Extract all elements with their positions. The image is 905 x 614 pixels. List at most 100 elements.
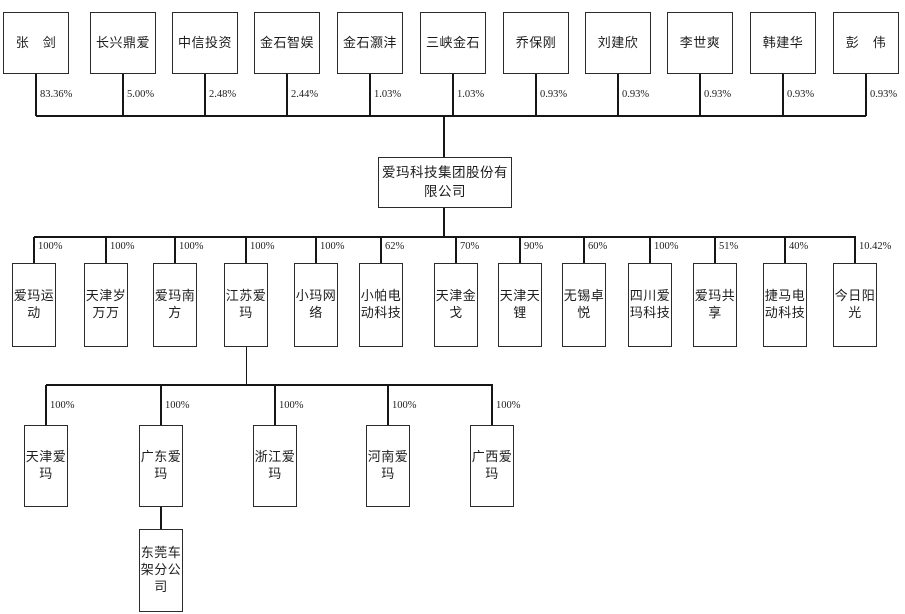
ownership-pct-label: 0.93%: [870, 89, 898, 100]
ownership-pct-label: 1.03%: [374, 89, 402, 100]
subsidiary-box: 四川爱玛科技: [628, 263, 672, 347]
ownership-pct-label: 60%: [588, 241, 608, 252]
shareholder-box: 张 剑: [3, 12, 69, 74]
ownership-pct-label: 100%: [654, 241, 679, 252]
connector-trunk-line: [442, 116, 445, 157]
ownership-pct-label: 70%: [460, 241, 480, 252]
company-name-label: 金石智娱: [259, 34, 314, 50]
connector-stub-line: [714, 237, 716, 263]
ownership-pct-label: 0.93%: [540, 89, 568, 100]
shareholder-box: 韩建华: [750, 12, 816, 74]
ownership-pct-label: 100%: [496, 400, 521, 411]
connector-stub-line: [519, 237, 521, 263]
subsidiary-box: 无锡卓悦: [562, 263, 606, 347]
subsidiary-box: 江苏爱玛: [224, 263, 268, 347]
company-name-label: 江苏爱玛: [225, 288, 267, 320]
ownership-pct-label: 51%: [719, 241, 739, 252]
company-name-label: 李世爽: [679, 34, 721, 50]
connector-stub-line: [782, 74, 784, 116]
connector-stub-line: [35, 74, 37, 116]
shareholder-box: 刘建欣: [585, 12, 651, 74]
connector-stub-line: [160, 507, 162, 529]
connector-stub-line: [854, 237, 856, 263]
shareholder-box: 彭 伟: [833, 12, 899, 74]
sub-subsidiary-box: 浙江爱玛: [253, 425, 297, 507]
connector-stub-line: [315, 237, 317, 263]
shareholder-box: 李世爽: [667, 12, 733, 74]
subsidiary-box: 今日阳光: [833, 263, 877, 347]
company-name-label: 张 剑: [15, 34, 57, 50]
ownership-pct-label: 100%: [110, 241, 135, 252]
connector-stub-line: [617, 74, 619, 116]
subsidiary-box: 小玛网络: [294, 263, 338, 347]
ownership-pct-label: 5.00%: [127, 89, 155, 100]
company-name-label: 长兴鼎爱: [95, 34, 150, 50]
shareholder-box: 三峡金石: [420, 12, 486, 74]
company-name-label: 今日阳光: [834, 288, 876, 320]
connector-stub-line: [122, 74, 124, 116]
connector-bus-line: [36, 115, 866, 117]
connector-stub-line: [45, 385, 47, 425]
company-name-label: 乔保刚: [515, 34, 557, 50]
company-name-label: 河南爱玛: [367, 449, 409, 481]
subsidiary-box: 天津金戈: [434, 263, 478, 347]
company-name-label: 爱玛共享: [694, 288, 736, 320]
company-name-label: 刘建欣: [597, 34, 639, 50]
connector-stub-line: [452, 74, 454, 116]
ownership-pct-label: 100%: [165, 400, 190, 411]
company-name-label: 韩建华: [762, 34, 804, 50]
ownership-pct-label: 62%: [385, 241, 405, 252]
connector-stub-line: [105, 237, 107, 263]
connector-bus-line: [34, 236, 856, 238]
connector-bus-line: [46, 384, 493, 386]
connector-stub-line: [33, 237, 35, 263]
ownership-pct-label: 0.93%: [704, 89, 732, 100]
subsidiary-box: 小帕电动科技: [359, 263, 403, 347]
connector-stub-line: [699, 74, 701, 116]
ownership-pct-label: 2.44%: [291, 89, 319, 100]
ownership-pct-label: 100%: [50, 400, 75, 411]
connector-stub-line: [491, 385, 493, 425]
subsidiary-box: 天津天锂: [498, 263, 542, 347]
company-name-label: 天津金戈: [435, 288, 477, 320]
company-name-label: 广西爱玛: [471, 449, 513, 481]
ownership-pct-label: 100%: [38, 241, 63, 252]
connector-stub-line: [535, 74, 537, 116]
root-company-name: 爱玛科技集团股份有限公司: [382, 165, 508, 199]
ownership-pct-label: 2.48%: [209, 89, 237, 100]
shareholder-box: 中信投资: [172, 12, 238, 74]
subsidiary-box: 爱玛运动: [12, 263, 56, 347]
company-name-label: 爱玛南方: [154, 288, 196, 320]
connector-stub-line: [387, 385, 389, 425]
ownership-pct-label: 83.36%: [40, 89, 73, 100]
company-name-label: 小帕电动科技: [360, 288, 402, 320]
ownership-pct-label: 100%: [179, 241, 204, 252]
connector-stub-line: [455, 237, 457, 263]
ownership-pct-label: 100%: [392, 400, 417, 411]
subsidiary-box: 爱玛南方: [153, 263, 197, 347]
sub-subsidiary-box: 广东爱玛: [139, 425, 183, 507]
shareholder-box: 乔保刚: [503, 12, 569, 74]
company-name-label: 三峡金石: [425, 34, 480, 50]
subsidiary-box: 天津岁万万: [84, 263, 128, 347]
ownership-pct-label: 40%: [789, 241, 809, 252]
sub-subsidiary-box: 广西爱玛: [470, 425, 514, 507]
company-name-label: 爱玛运动: [13, 288, 55, 320]
connector-stub-line: [174, 237, 176, 263]
connector-stub-line: [204, 74, 206, 116]
ownership-pct-label: 90%: [524, 241, 544, 252]
company-name-label: 天津爱玛: [25, 449, 67, 481]
sub-subsidiary-box: 河南爱玛: [366, 425, 410, 507]
company-name-label: 金石灏沣: [342, 34, 397, 50]
connector-stub-line: [286, 74, 288, 116]
connector-stub-line: [865, 74, 867, 116]
company-name-label: 广东爱玛: [140, 449, 182, 481]
company-name-label: 小玛网络: [295, 288, 337, 320]
sub-subsidiary-box: 天津爱玛: [24, 425, 68, 507]
company-name-label: 东莞车架分公司: [140, 545, 182, 594]
ownership-pct-label: 100%: [320, 241, 345, 252]
company-name-label: 天津岁万万: [85, 288, 127, 320]
ownership-pct-label: 100%: [279, 400, 304, 411]
company-name-label: 中信投资: [177, 34, 232, 50]
